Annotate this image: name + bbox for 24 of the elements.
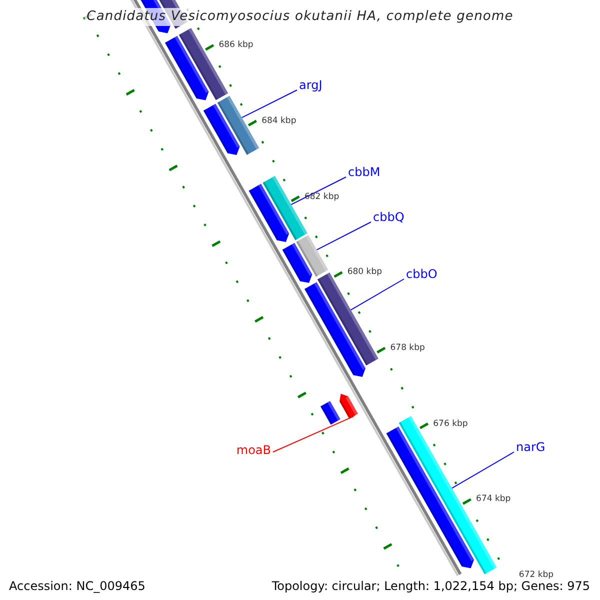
leader-line xyxy=(316,222,372,250)
gene-label: argJ xyxy=(299,78,322,92)
gene-bar xyxy=(340,394,358,419)
gene-label: cbbQ xyxy=(373,210,404,224)
accession-text: Accession: NC_009465 xyxy=(8,579,146,594)
tick-label: 680 kbp xyxy=(347,267,382,278)
gene-label: cbbM xyxy=(348,165,380,179)
gene-bar xyxy=(296,235,328,277)
leader-line xyxy=(451,452,514,489)
leader-line xyxy=(272,416,354,452)
tick-label: 672 kbp xyxy=(518,570,554,580)
leader-line xyxy=(290,176,346,206)
gene-label: narG xyxy=(516,440,546,454)
tick-label: 682 kbp xyxy=(304,192,340,202)
leader-line xyxy=(350,278,404,310)
gene-bar xyxy=(217,96,260,155)
gene-bar xyxy=(398,416,497,574)
leader-line xyxy=(241,90,298,118)
tick-label: 674 kbp xyxy=(476,494,511,504)
gene-label: cbbO xyxy=(406,267,438,281)
tick-label: 676 kbp xyxy=(433,418,468,429)
genome-info-text: Topology: circular; Length: 1,022,154 bp; Genes: 975 xyxy=(270,579,591,594)
tick-label: 686 kbp xyxy=(218,40,254,50)
gene-label: moaB xyxy=(236,443,271,457)
